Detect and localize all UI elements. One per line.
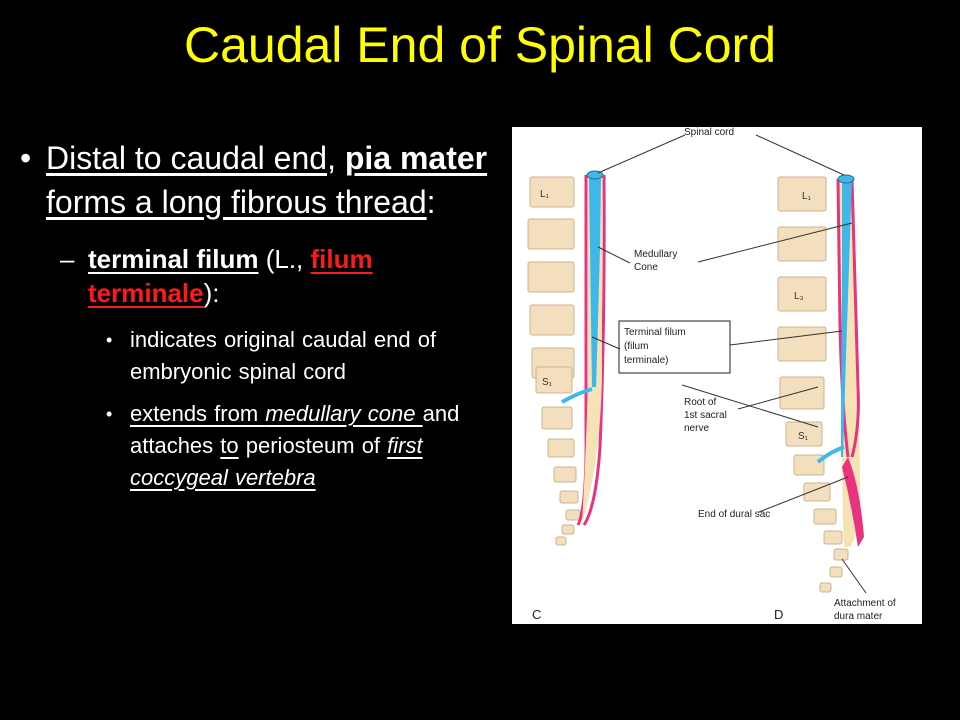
vertebra-c-co2 [561,524,575,535]
vertebra-d-l5 [779,376,825,410]
panel-label-c: C [532,607,541,622]
vertebra-d-l3 [777,276,827,312]
label-terminal-filum-1: Terminal filum [624,327,686,338]
vertebra-d-l4 [777,326,827,362]
closing-paren: ): [203,278,220,308]
vertebra-label-c-s1: S₁ [542,377,553,388]
dura-outline-d-right [850,178,860,458]
pia-mater-term: pia mater [344,140,488,176]
vertebra-c-s2 [541,406,573,430]
spinal-cord-illustration: Spinal cord Medullary Cone Terminal filu… [527,127,896,622]
vertebra-d-s5 [823,530,843,545]
sacral-nerve-d [816,445,845,464]
filum-terminale-term: filum terminale [88,244,373,308]
first-coccygeal-term: first coccygeal vertebra [130,433,423,490]
vertebra-d-co1 [833,548,849,561]
vertebra-d-s1 [785,421,823,447]
vertebra-label-c-l1: L₁ [540,189,550,200]
cord-section-d [837,174,855,184]
distal-phrase: Distal to caudal end [46,140,328,176]
vertebra-d-s4 [813,508,837,525]
leader-filum-d [729,330,843,346]
attaches-phrase: and attaches [130,401,460,458]
extends-phrase: extends from [130,401,266,426]
vertebra-d-s2 [793,454,825,476]
vertebra-c-s5 [559,490,579,504]
spinal-cord-d [840,179,852,457]
bullet-level3-1: • indicates original caudal end of embry… [20,324,500,388]
panel-label-d: D [774,607,783,622]
bullet-level2: – terminal filum (L., filum terminale): [20,242,500,310]
dash-marker: – [60,244,75,274]
label-medullary-cone-1: Medullary [634,249,677,260]
medullary-cone-term: medullary cone [265,401,423,426]
spinal-cord-figure: Spinal cord Medullary Cone Terminal filu… [512,127,922,624]
terminal-filum-box [618,320,731,374]
label-end-dural-sac: End of dural sac [698,509,770,520]
leader-attachment [841,558,867,594]
vertebra-d-s3 [803,482,831,502]
leader-spinal-cord-c [597,134,686,174]
vertebra-d-l2 [777,226,827,262]
vertebra-d-l1 [777,176,827,212]
label-attachment-2: dura mater [834,611,883,622]
comma: , [327,140,336,176]
leader-root-d [737,386,819,410]
bullet-list: • Distal to caudal end, pia mater forms … [20,136,500,504]
vertebra-c-co3 [555,536,567,546]
terminal-filum-term: terminal filum [88,244,259,274]
vertebra-d-co2 [829,566,843,578]
leader-spinal-cord-d [755,134,845,176]
vertebra-c-l1 [529,176,575,208]
bullet-marker: • [106,330,113,350]
spinal-cord-c [589,175,601,387]
latin-prefix: (L., [258,244,311,274]
vertebra-c-co1 [565,509,581,521]
bullet-level3-2: • extends from medullary cone and attach… [20,398,500,494]
vertebra-c-s1 [535,366,573,394]
colon: : [426,184,436,220]
to-word: to [220,433,239,458]
vertebra-label-d-s1: S₁ [798,431,809,442]
vertebra-c-l3 [527,261,575,293]
bullet-level1: • Distal to caudal end, pia mater forms … [20,136,500,224]
vertebra-c-l4 [529,304,575,336]
vertebra-c-s3 [547,438,575,458]
label-root-3: nerve [684,423,709,434]
label-attachment-1: Attachment of [834,598,896,609]
leader-medullary-c [597,246,631,264]
vertebra-c-l2 [527,218,575,250]
vertebra-label-d-l3: L₃ [794,291,804,302]
label-terminal-filum-3: terminale) [624,355,668,366]
leader-root-d2 [681,384,819,428]
label-terminal-filum-2: (filum [624,341,648,352]
vertebra-d-co3 [819,582,832,593]
leader-medullary-d [697,222,853,263]
label-root-1: Root of [684,397,716,408]
dura-outline-c-right [582,174,606,526]
dura-mater-extension-d [842,457,864,547]
label-medullary-cone-2: Cone [634,262,658,273]
periosteum-phrase: periosteum of [238,433,388,458]
bullet-marker: • [20,140,32,176]
leader-dural-sac [758,476,849,513]
fibrous-thread-phrase: forms a long fibrous thread [46,184,427,220]
label-root-2: 1st sacral [684,410,727,421]
label-spinal-cord: Spinal cord [684,127,734,138]
bullet-text: indicates original caudal end of embryon… [130,327,437,384]
sacral-nerve-c [561,387,593,404]
bullet-marker: • [106,404,113,424]
vertebra-label-d-l1: L₁ [802,191,812,202]
vertebra-c-s4 [553,466,577,483]
slide-title: Caudal End of Spinal Cord [183,17,777,73]
leader-filum-c [591,336,621,350]
